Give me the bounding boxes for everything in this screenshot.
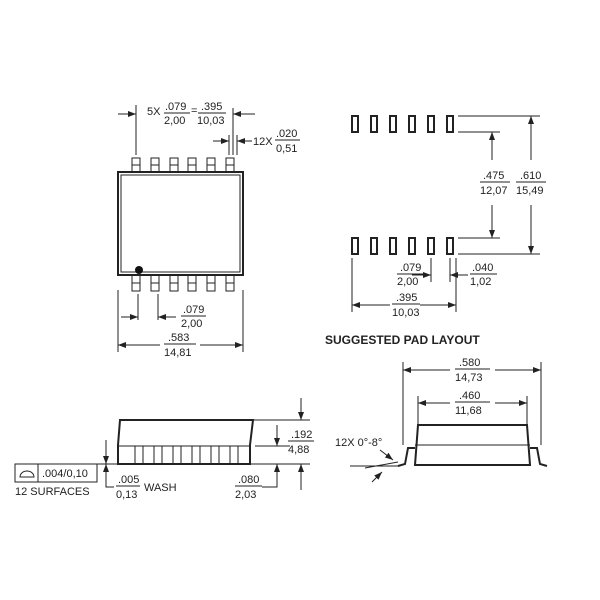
dimension-label: 10,03 bbox=[197, 115, 225, 127]
dimension-label: .475 bbox=[483, 170, 504, 182]
dimension-label: WASH bbox=[144, 482, 177, 494]
pad-layout: .475 12,07 .610 15,49 .079 2,00 .040 1,0… bbox=[325, 115, 546, 347]
dimension-label: 0,13 bbox=[116, 489, 137, 501]
dimension-label: .395 bbox=[396, 292, 417, 304]
dimension-label: = bbox=[191, 105, 197, 117]
pad-row-top bbox=[351, 115, 454, 133]
dimension-label: 12,07 bbox=[480, 185, 508, 197]
dimension-label: .080 bbox=[238, 474, 259, 486]
dimension-label: 12X bbox=[253, 136, 273, 148]
dimension-label: .004/0,10 bbox=[42, 468, 88, 480]
dimension-label: .580 bbox=[459, 357, 480, 369]
dimension-label: 14,73 bbox=[455, 372, 483, 384]
tolerance-frame bbox=[14, 463, 98, 483]
dimension-label: .079 bbox=[400, 262, 421, 274]
dimension-label: 0,51 bbox=[276, 143, 297, 155]
dimension-label: .610 bbox=[520, 170, 541, 182]
lead-right bbox=[530, 447, 548, 467]
pad-row-bottom bbox=[351, 237, 454, 255]
top-view: 5X .079 2,00 = .395 10,03 12X .020 0,51 … bbox=[117, 101, 300, 359]
lead-left bbox=[397, 447, 415, 467]
side-pins bbox=[134, 445, 239, 465]
dimension-label: 11,68 bbox=[455, 405, 482, 417]
dimension-label: 12 SURFACES bbox=[15, 486, 90, 498]
package-body bbox=[117, 171, 244, 276]
dimension-label: 1,02 bbox=[470, 276, 491, 288]
pin1-marker bbox=[135, 266, 143, 274]
dimension-label: 14,81 bbox=[164, 347, 192, 359]
dimension-label: .395 bbox=[201, 101, 222, 113]
dimension-label: 2,03 bbox=[235, 489, 256, 501]
dimension-label: .079 bbox=[183, 304, 204, 316]
bottom-pins bbox=[131, 274, 235, 292]
dimension-label: .005 bbox=[118, 474, 139, 486]
dimension-label: .020 bbox=[276, 128, 297, 140]
pad-layout-title: SUGGESTED PAD LAYOUT bbox=[325, 333, 480, 347]
profile-symbol-icon bbox=[19, 470, 35, 478]
dimension-label: 2,00 bbox=[164, 115, 185, 127]
dimension-label: 15,49 bbox=[516, 185, 544, 197]
dimension-label: .040 bbox=[472, 262, 493, 274]
dimension-label: 4,88 bbox=[288, 444, 309, 456]
end-view: .580 14,73 .460 11,68 12X 0°-8° bbox=[335, 357, 548, 483]
dimension-label: .583 bbox=[168, 332, 189, 344]
dimension-label: 10,03 bbox=[392, 307, 420, 319]
dimension-label: 2,00 bbox=[181, 318, 202, 330]
dimension-label: 5X bbox=[147, 106, 161, 118]
dimension-label: 2,00 bbox=[397, 276, 418, 288]
dimension-label: 12X 0°-8° bbox=[335, 437, 382, 449]
side-view: .192 4,88 .080 2,03 .005 0,13 WASH .004/… bbox=[14, 398, 314, 501]
top-pins bbox=[131, 157, 235, 173]
dimension-label: .192 bbox=[291, 429, 312, 441]
dimension-label: .079 bbox=[165, 101, 186, 113]
dimension-label: .460 bbox=[459, 390, 480, 402]
